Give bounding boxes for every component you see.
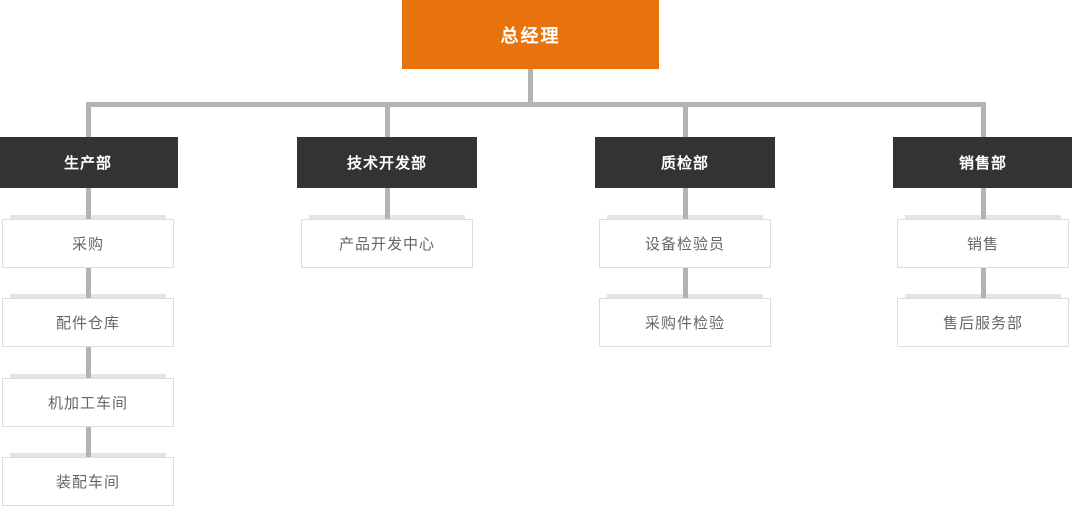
- root-node-label: 总经理: [500, 25, 561, 47]
- connector-line: [980, 268, 986, 298]
- connector-line: [85, 188, 91, 219]
- connector-trunk-line: [528, 69, 533, 102]
- org-column-tech-dev: 技术开发部 产品开发中心: [297, 137, 477, 268]
- unit-label: 机加工车间: [47, 394, 128, 412]
- unit-label: 采购: [71, 235, 104, 253]
- unit-node[interactable]: 销售: [897, 215, 1069, 268]
- unit-label: 设备检验员: [644, 235, 725, 253]
- unit-node[interactable]: 设备检验员: [599, 215, 771, 268]
- connector-drop-line: [86, 102, 91, 137]
- unit-node[interactable]: 装配车间: [2, 453, 174, 506]
- org-column-quality: 质检部 设备检验员 采购件检验: [595, 137, 775, 347]
- dept-label: 质检部: [660, 154, 709, 172]
- unit-label: 销售: [966, 235, 999, 253]
- dept-node-quality[interactable]: 质检部: [595, 137, 775, 188]
- connector-drop-line: [981, 102, 986, 137]
- unit-label: 配件仓库: [55, 314, 120, 332]
- connector-line: [980, 188, 986, 219]
- connector-line: [85, 427, 91, 457]
- connector-line: [384, 188, 390, 219]
- unit-node[interactable]: 采购件检验: [599, 294, 771, 347]
- org-column-sales: 销售部 销售 售后服务部: [893, 137, 1072, 347]
- dept-label: 销售部: [958, 154, 1007, 172]
- dept-label: 技术开发部: [346, 154, 427, 172]
- root-node-general-manager[interactable]: 总经理: [402, 0, 659, 69]
- connector-horizontal-line: [86, 102, 986, 107]
- connector-line: [682, 268, 688, 298]
- unit-node[interactable]: 机加工车间: [2, 374, 174, 427]
- connector-drop-line: [385, 102, 390, 137]
- unit-node[interactable]: 售后服务部: [897, 294, 1069, 347]
- connector-line: [85, 347, 91, 378]
- unit-node[interactable]: 配件仓库: [2, 294, 174, 347]
- unit-label: 装配车间: [55, 473, 120, 491]
- dept-label: 生产部: [63, 154, 112, 172]
- unit-label: 产品开发中心: [338, 235, 435, 253]
- unit-label: 售后服务部: [942, 314, 1023, 332]
- unit-node[interactable]: 产品开发中心: [301, 215, 473, 268]
- dept-node-tech-dev[interactable]: 技术开发部: [297, 137, 477, 188]
- dept-node-sales[interactable]: 销售部: [893, 137, 1072, 188]
- connector-line: [85, 268, 91, 298]
- unit-label: 采购件检验: [644, 314, 725, 332]
- connector-line: [682, 188, 688, 219]
- unit-node[interactable]: 采购: [2, 215, 174, 268]
- connector-drop-line: [683, 102, 688, 137]
- dept-node-production[interactable]: 生产部: [0, 137, 178, 188]
- org-column-production: 生产部 采购 配件仓库 机加工车间 装配车间: [0, 137, 178, 506]
